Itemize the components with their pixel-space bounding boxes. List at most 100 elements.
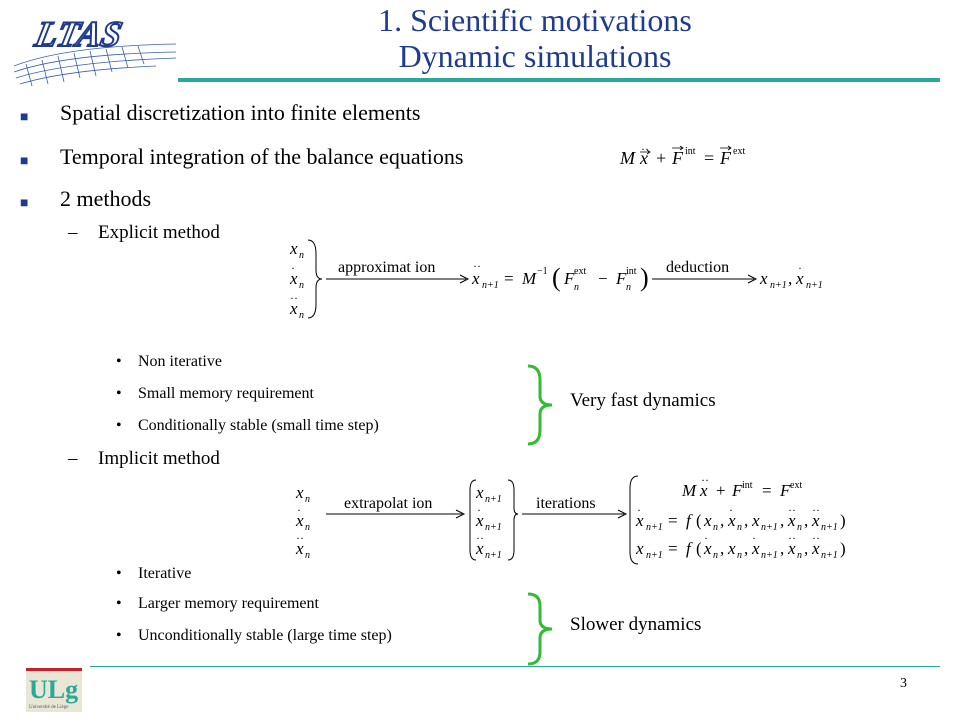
svg-text:·: ·	[291, 261, 295, 275]
svg-text:x: x	[639, 148, 648, 168]
svg-text:·: ·	[637, 503, 641, 517]
svg-text:M: M	[619, 148, 636, 168]
explicit-item-text: Non iterative	[138, 353, 222, 370]
svg-text:n: n	[299, 310, 304, 321]
explicit-arrow2-label: deduction	[666, 259, 729, 276]
implicit-item-text: Unconditionally stable (large time step)	[138, 627, 392, 644]
svg-text:·: ·	[477, 503, 481, 517]
ltas-logo: LTAS	[6, 6, 178, 87]
svg-text:n: n	[299, 280, 304, 291]
svg-text:x: x	[295, 483, 304, 502]
svg-text:n+1: n+1	[761, 522, 778, 533]
svg-text:x: x	[289, 239, 298, 258]
bullet-text: 2 methods	[60, 186, 152, 211]
svg-text:n+1: n+1	[646, 522, 663, 533]
bullet-dot-icon: •	[116, 565, 122, 582]
svg-text:n: n	[797, 522, 802, 533]
implicit-item-text: Iterative	[138, 565, 192, 582]
svg-text:··: ··	[788, 503, 796, 517]
bullet-dot-icon: •	[116, 627, 122, 644]
svg-text:·: ·	[729, 503, 733, 517]
svg-text:x: x	[635, 511, 644, 530]
svg-text:··: ··	[812, 531, 820, 545]
svg-text:x: x	[811, 511, 820, 530]
svg-text:n: n	[626, 282, 631, 293]
svg-text:): )	[640, 263, 649, 292]
svg-text:=: =	[668, 511, 678, 530]
svg-text:=: =	[762, 481, 772, 500]
svg-text:ext: ext	[574, 266, 586, 277]
dash-marker: –	[68, 222, 78, 243]
svg-text:n+1: n+1	[485, 550, 502, 561]
page-title: 1. Scientific motivations Dynamic simula…	[250, 2, 820, 74]
svg-text:,: ,	[744, 511, 748, 530]
svg-text:F: F	[671, 148, 684, 168]
svg-text:n: n	[305, 494, 310, 505]
ulg-logo: ULg Université de Liège	[26, 668, 82, 712]
svg-text:n: n	[299, 250, 304, 261]
svg-text:F: F	[731, 481, 743, 500]
svg-text:x: x	[475, 511, 484, 530]
svg-text:·: ·	[798, 261, 802, 275]
svg-text:x: x	[295, 539, 304, 558]
svg-text:x: x	[795, 269, 804, 288]
svg-text:n: n	[713, 550, 718, 561]
svg-text:,: ,	[804, 539, 808, 558]
explicit-method-label: Explicit method	[98, 222, 220, 243]
explicit-item-text: Conditionally stable (small time step)	[138, 417, 379, 434]
svg-text:int: int	[685, 146, 696, 157]
svg-text:x: x	[727, 539, 736, 558]
svg-text:x: x	[699, 481, 708, 500]
svg-text:x: x	[787, 539, 796, 558]
implicit-arrow1-label: extrapolat ion	[344, 495, 432, 512]
svg-text:·: ·	[752, 531, 756, 545]
svg-text:x: x	[787, 511, 796, 530]
svg-text:x: x	[759, 269, 768, 288]
svg-text:=: =	[704, 148, 714, 168]
svg-text:,: ,	[780, 511, 784, 530]
svg-text:n: n	[713, 522, 718, 533]
svg-text:,: ,	[788, 269, 792, 288]
svg-text:·: ·	[297, 503, 301, 517]
svg-text:··: ··	[788, 531, 796, 545]
svg-text:F: F	[719, 148, 732, 168]
svg-text:ext: ext	[790, 480, 802, 491]
svg-text:x: x	[295, 511, 304, 530]
svg-text:n+1: n+1	[482, 280, 499, 291]
svg-text:x: x	[751, 539, 760, 558]
svg-text:x: x	[751, 511, 760, 530]
bullet-square-icon: ■	[20, 196, 29, 211]
svg-text:(: (	[696, 539, 702, 558]
explicit-item-text: Small memory requirement	[138, 385, 314, 402]
svg-text:n+1: n+1	[806, 280, 823, 291]
svg-text:f: f	[686, 511, 693, 530]
svg-text:−: −	[598, 269, 608, 288]
bullet-text: Temporal integration of the balance equa…	[60, 144, 464, 169]
svg-text:x: x	[703, 539, 712, 558]
svg-text:): )	[840, 511, 846, 530]
svg-text:··: ··	[641, 142, 649, 156]
explicit-arrow1-label: approximat ion	[338, 259, 435, 276]
svg-text:n: n	[305, 522, 310, 533]
svg-text:int: int	[742, 480, 753, 491]
svg-text:=: =	[504, 269, 514, 288]
svg-text:F: F	[779, 481, 791, 500]
svg-text:n: n	[737, 522, 742, 533]
svg-text:n+1: n+1	[821, 550, 838, 561]
svg-text:n+1: n+1	[761, 550, 778, 561]
svg-text:x: x	[811, 539, 820, 558]
bullet-dot-icon: •	[116, 595, 122, 612]
svg-text:n: n	[305, 550, 310, 561]
svg-text:+: +	[716, 481, 726, 500]
svg-text:n+1: n+1	[485, 494, 502, 505]
title-divider	[178, 78, 940, 82]
svg-text:x: x	[475, 539, 484, 558]
svg-text:int: int	[626, 266, 637, 277]
svg-text:(: (	[552, 263, 561, 292]
bullet-square-icon: ■	[20, 110, 29, 125]
svg-text:x: x	[471, 269, 480, 288]
svg-text:=: =	[668, 539, 678, 558]
implicit-brace-icon	[524, 592, 558, 671]
svg-text:,: ,	[780, 539, 784, 558]
